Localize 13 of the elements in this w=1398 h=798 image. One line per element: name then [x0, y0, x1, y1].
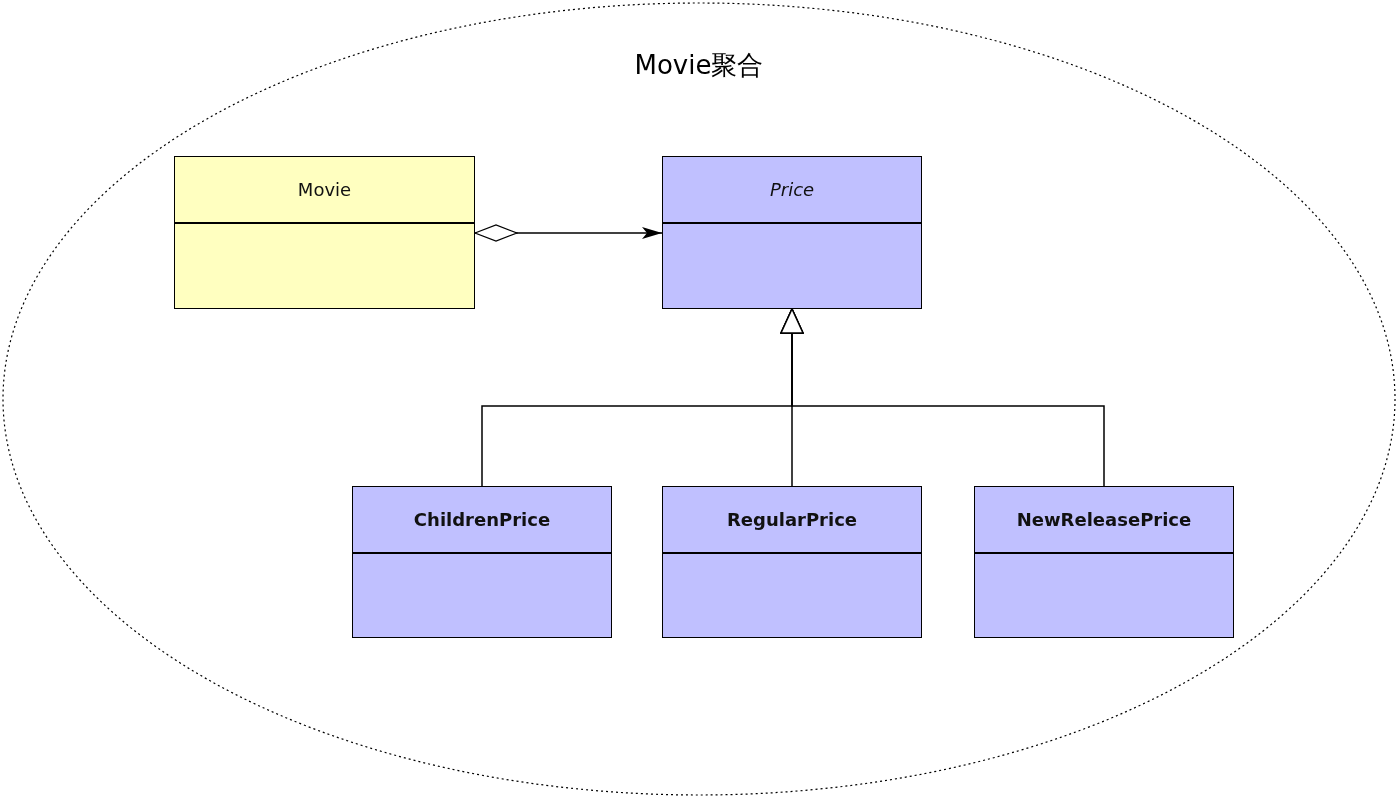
class-name: Movie: [297, 179, 352, 200]
class-name: Price: [769, 179, 815, 200]
class-name: NewReleasePrice: [1016, 509, 1192, 530]
class-box: [174, 156, 475, 309]
class-box: [662, 156, 922, 309]
aggregation-arrow: [474, 224, 663, 242]
class-box: [974, 486, 1234, 638]
class-box: [352, 486, 612, 638]
aggregate-title: Movie聚合: [633, 49, 765, 82]
class-box: [662, 486, 922, 638]
inheritance-arrow: [780, 308, 1105, 487]
class-name: RegularPrice: [726, 509, 858, 530]
class-name: ChildrenPrice: [413, 509, 551, 530]
